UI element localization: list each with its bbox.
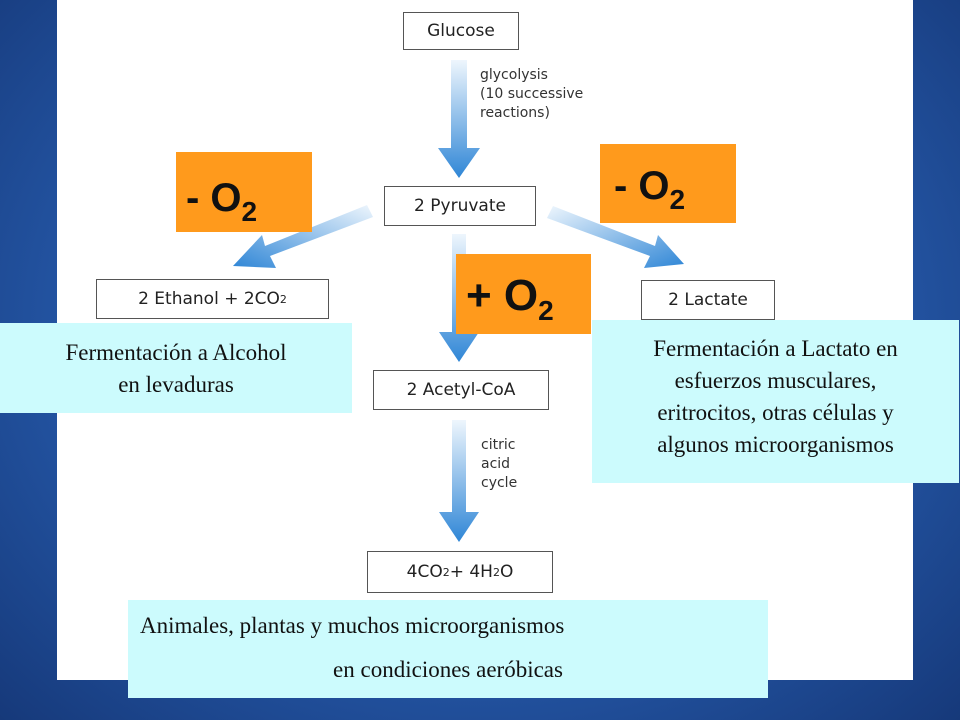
glycolysis-line-1: glycolysis (480, 67, 548, 83)
anaerobic-right-subscript: 2 (669, 184, 686, 215)
aerobic-text: + O (466, 271, 539, 320)
lactate-label: 2 Lactate (668, 290, 748, 310)
anaerobic-left-subscript: 2 (241, 196, 258, 227)
anaerobic-left-label: - O2 (176, 152, 312, 232)
aerobic-subscript: 2 (538, 295, 554, 326)
lactate-note-line-3: eritrocitos, otras células y (657, 400, 894, 425)
glucose-node: Glucose (403, 12, 519, 50)
glycolysis-line-3: reactions) (480, 105, 550, 121)
anaerobic-left-text: - O (186, 176, 242, 220)
citric-line-2: acid (481, 456, 511, 472)
citric-cycle-arrow (439, 420, 479, 542)
alcohol-note-line-1: Fermentación a Alcohol (65, 340, 287, 365)
aerobic-note-line-1: Animales, plantas y muchos microorganism… (140, 613, 565, 638)
lactate-note-line-2: esfuerzos musculares, (674, 368, 877, 393)
h2o-o-label: O (499, 562, 514, 582)
pyruvate-node: 2 Pyruvate (384, 186, 536, 226)
anaerobic-right-text: - O (614, 164, 670, 208)
lactate-note-line-1: Fermentación a Lactato en (653, 336, 898, 361)
lactate-fermentation-note: Fermentación a Lactato en esfuerzos musc… (592, 320, 959, 483)
aerobic-note-line-2: en condiciones aeróbicas (333, 657, 563, 682)
pyruvate-label: 2 Pyruvate (414, 196, 506, 216)
alcohol-fermentation-note: Fermentación a Alcohol en levaduras (0, 323, 352, 413)
citric-line-3: cycle (481, 475, 518, 491)
acetyl-coa-node: 2 Acetyl-CoA (373, 370, 549, 410)
ethanol-subscript: 2 (279, 292, 287, 306)
glycolysis-line-2: (10 successive (480, 86, 584, 102)
co2-label: 4CO (406, 562, 443, 582)
h2o-label: + 4H (449, 562, 493, 582)
aerobic-note: Animales, plantas y muchos microorganism… (128, 600, 768, 698)
co2-subscript: 2 (442, 565, 450, 579)
citric-line-1: citric (481, 437, 516, 453)
alcohol-note-line-2: en levaduras (118, 372, 234, 397)
glycolysis-label: glycolysis (10 successive reactions) (480, 66, 583, 123)
lactate-node: 2 Lactate (641, 280, 775, 320)
alcohol-fermentation-arrow (233, 205, 373, 268)
ethanol-label: 2 Ethanol + 2CO (138, 289, 280, 309)
glycolysis-arrow (438, 60, 480, 178)
aerobic-label: + O2 (456, 254, 591, 334)
citric-cycle-label: citric acid cycle (481, 436, 517, 493)
lactate-note-line-4: algunos microorganismos (657, 432, 894, 457)
acetyl-coa-label: 2 Acetyl-CoA (406, 380, 516, 400)
lactate-fermentation-arrow (547, 206, 684, 268)
h2o-subscript: 2 (492, 565, 500, 579)
anaerobic-right-label: - O2 (600, 144, 736, 223)
glucose-label: Glucose (427, 21, 495, 41)
